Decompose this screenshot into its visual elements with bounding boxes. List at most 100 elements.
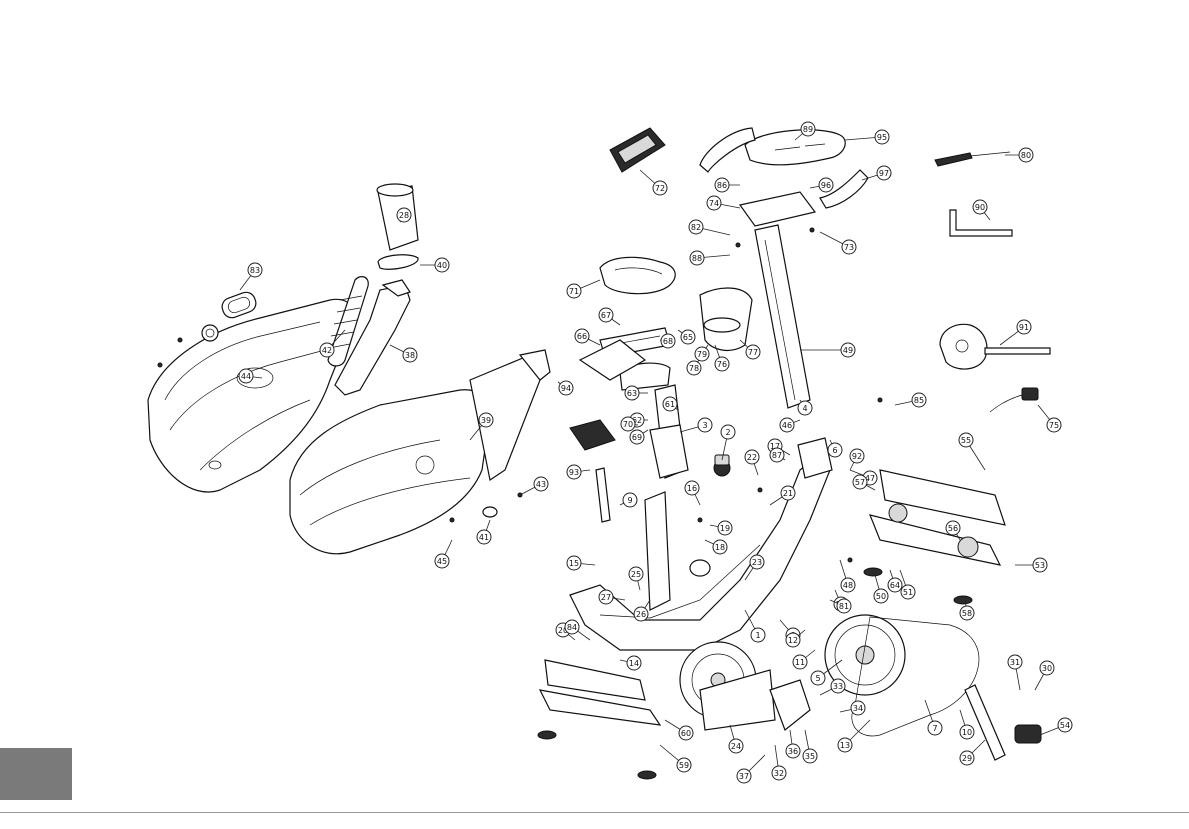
- callout-number: 48: [843, 581, 853, 590]
- callout-number: 88: [692, 254, 702, 263]
- callout-81: 81: [830, 599, 851, 613]
- callout-number: 67: [601, 311, 611, 320]
- handlebar-center: [745, 130, 845, 165]
- callout-32: 32: [772, 745, 786, 780]
- callout-number: 96: [821, 181, 831, 190]
- front-stabilizer: [540, 660, 660, 725]
- callout-31: 31: [1008, 655, 1022, 690]
- callout-number: 81: [839, 602, 849, 611]
- callout-number: 14: [629, 659, 639, 668]
- round-plug: [202, 325, 218, 341]
- callout-28: 28: [397, 208, 411, 222]
- callout-number: 49: [843, 346, 853, 355]
- callout-13: 13: [838, 720, 870, 752]
- callout-number: 87: [772, 451, 782, 460]
- pulse-wire: [935, 152, 1010, 166]
- mast-bracket: [740, 192, 815, 226]
- callout-68: 68: [660, 334, 675, 348]
- callout-96: 96: [810, 178, 833, 192]
- callout-number: 93: [569, 468, 579, 477]
- callout-19: 19: [710, 521, 732, 535]
- multi-wrench: [940, 324, 1050, 369]
- callout-number: 77: [748, 348, 758, 357]
- callout-number: 22: [747, 453, 757, 462]
- callout-number: 41: [479, 533, 489, 542]
- callout-number: 94: [561, 384, 571, 393]
- callout-number: 43: [536, 480, 546, 489]
- callout-80: 80: [1005, 148, 1033, 162]
- callout-34: 34: [840, 701, 865, 715]
- callout-91: 91: [1000, 320, 1031, 345]
- callout-46: 46: [780, 418, 800, 432]
- callout-number: 12: [788, 636, 798, 645]
- callout-number: 35: [805, 752, 815, 761]
- callout-number: 53: [1035, 561, 1045, 570]
- callout-number: 79: [697, 350, 707, 359]
- console: [610, 128, 665, 172]
- callout-number: 31: [1010, 658, 1020, 667]
- callout-35: 35: [803, 730, 817, 763]
- callout-number: 97: [879, 169, 889, 178]
- rear-stabilizer: [870, 470, 1005, 565]
- callout-number: 86: [717, 181, 727, 190]
- callout-10: 10: [960, 710, 974, 739]
- callout-number: 9: [627, 496, 632, 505]
- callout-25: 25: [629, 567, 643, 590]
- callout-93: 93: [567, 465, 590, 479]
- callout-number: 36: [788, 747, 798, 756]
- callout-87: 87: [770, 448, 785, 462]
- callout-number: 90: [975, 203, 985, 212]
- callout-number: 37: [739, 772, 749, 781]
- callout-18: 18: [705, 540, 727, 554]
- callout-number: 84: [567, 623, 577, 632]
- callout-number: 23: [752, 558, 762, 567]
- callout-number: 25: [631, 570, 641, 579]
- callout-number: 19: [720, 524, 730, 533]
- callout-38: 38: [390, 345, 417, 362]
- callout-92: 92: [850, 449, 864, 470]
- callout-number: 42: [322, 346, 332, 355]
- callout-number: 28: [399, 211, 409, 220]
- callout-9: 9: [620, 493, 637, 507]
- callout-number: 7: [932, 724, 937, 733]
- power-adapter: [990, 388, 1038, 412]
- callout-number: 15: [569, 559, 579, 568]
- callout-number: 4: [802, 404, 807, 413]
- callout-49: 49: [800, 343, 855, 357]
- callout-number: 18: [715, 543, 725, 552]
- callout-48: 48: [840, 560, 855, 592]
- callout-number: 56: [948, 524, 958, 533]
- callout-number: 91: [1019, 323, 1029, 332]
- callout-number: 10: [962, 728, 972, 737]
- callout-number: 40: [437, 261, 447, 270]
- callout-7: 7: [925, 700, 942, 735]
- callout-30: 30: [1035, 661, 1054, 690]
- main-frame: [570, 438, 832, 650]
- callout-number: 80: [1021, 151, 1031, 160]
- callout-number: 92: [852, 452, 862, 461]
- callout-29: 29: [960, 740, 985, 765]
- callout-64: 64: [888, 570, 902, 592]
- callout-number: 26: [636, 610, 646, 619]
- callout-number: 24: [731, 742, 741, 751]
- callout-15: 15: [567, 556, 595, 570]
- seat: [600, 257, 675, 293]
- callout-45: 45: [435, 540, 452, 568]
- callout-number: 59: [679, 761, 689, 770]
- callout-number: 74: [709, 199, 719, 208]
- oval-bushing: [220, 290, 259, 320]
- callout-37: 37: [737, 755, 765, 783]
- callout-number: 60: [681, 729, 691, 738]
- callout-75: 75: [1038, 405, 1061, 432]
- callout-54: 54: [1040, 718, 1072, 735]
- callout-number: 46: [782, 421, 792, 430]
- callout-65: 65: [678, 330, 695, 344]
- callout-16: 16: [685, 481, 700, 505]
- console-mast: [755, 225, 810, 408]
- callout-73: 73: [820, 232, 856, 254]
- callout-number: 5: [815, 674, 820, 683]
- callout-11: 11: [793, 650, 815, 669]
- callout-41: 41: [477, 520, 491, 544]
- callout-number: 30: [1042, 664, 1052, 673]
